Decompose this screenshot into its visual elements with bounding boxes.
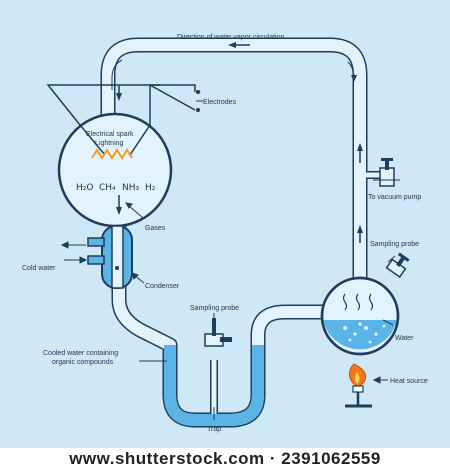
sampling-probe-trap-label: Sampling probe <box>190 305 239 312</box>
vacuum-pump-label: To vacuum pump <box>368 194 421 201</box>
sampling-probe-right-label: Sampling probe <box>370 241 419 248</box>
spark-icon <box>91 148 133 160</box>
return-tube <box>111 210 330 428</box>
trap-label: Trap <box>207 426 221 433</box>
electrodes-label: Electrodes <box>203 99 237 106</box>
cooled-water-label-2: organic compounds <box>52 359 114 366</box>
trap-sampling-probe <box>204 318 232 347</box>
direction-label: Direction of water vapor circulation <box>177 34 284 41</box>
spark-label-1: Electrical spark <box>86 131 134 138</box>
cooled-water-label-1: Cooled water containing <box>43 350 118 357</box>
formula-ch4: CH₄ <box>99 183 116 193</box>
spark-label-2: Lightning <box>95 140 124 147</box>
water-label: Water <box>395 335 414 342</box>
flow-arrows <box>111 42 363 243</box>
condenser-label: Condenser <box>145 283 180 290</box>
boiling-flask <box>320 252 410 356</box>
gases-label: Gases <box>145 225 166 232</box>
heat-source-label: Heat source <box>390 378 428 385</box>
burner <box>345 363 372 408</box>
vacuum-valve <box>366 158 395 187</box>
minus-sign: - <box>197 108 200 115</box>
formula-nh3: NH₃ <box>122 183 140 193</box>
condenser <box>87 225 133 289</box>
callout-lines <box>60 100 400 420</box>
spark-chamber <box>46 84 200 228</box>
watermark: www.shutterstock.com · 2391062559 <box>0 448 450 470</box>
plus-sign: + <box>197 89 201 96</box>
formula-h2o: H₂O <box>76 183 93 193</box>
formula-h2: H₂ <box>145 183 156 193</box>
labels: Direction of water vapor circulation Ele… <box>22 34 428 433</box>
cold-water-label: Cold water <box>22 265 56 272</box>
